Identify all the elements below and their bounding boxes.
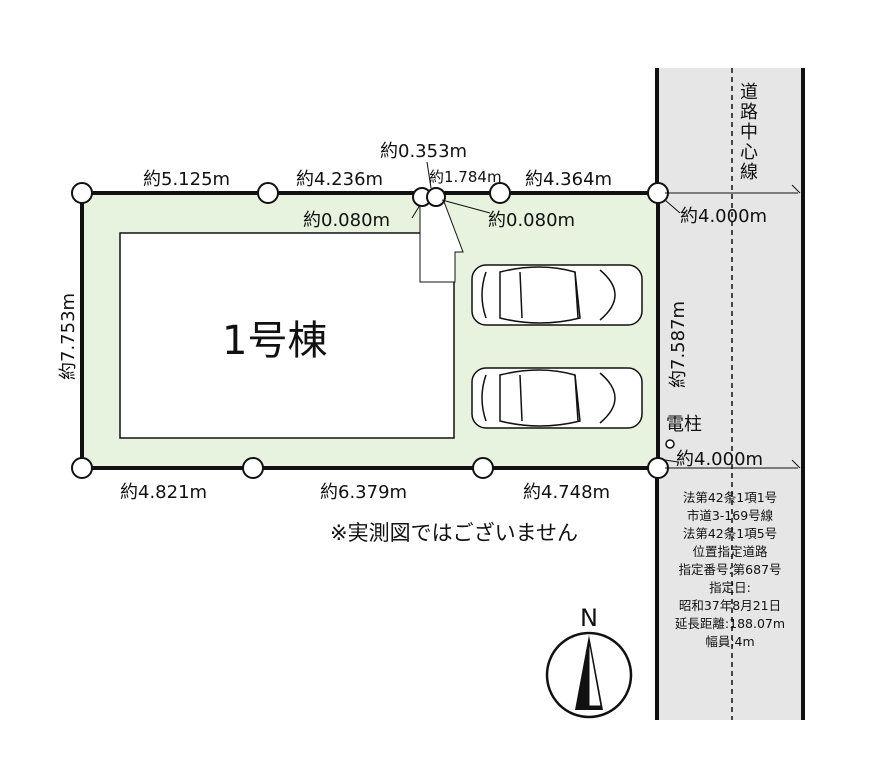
dim-bottom-2: 約6.379m (320, 482, 407, 503)
road-info-line: 市道3-169号線 (687, 508, 774, 523)
road-centerline-char: 線 (740, 162, 758, 183)
dim-inner-left: 約0.080m (303, 210, 390, 231)
road-centerline-char: 路 (740, 102, 758, 123)
road-info: 法第42条1項1号 市道3-169号線 法第42条1項5号 位置指定道路 指定番… (675, 490, 785, 649)
dim-top-2: 約4.236m (296, 169, 383, 190)
road-info-line: 延長距離:188.07m (675, 616, 785, 631)
boundary-marker (426, 187, 446, 207)
compass: N (545, 604, 633, 719)
parking-car-bottom (471, 367, 643, 429)
road-area (657, 68, 803, 720)
disclaimer: ※実測図ではございません (330, 521, 578, 545)
dim-top-1: 約5.125m (143, 169, 230, 190)
road-info-line: 法第42条1項5号 (683, 526, 777, 541)
road-info-line: 昭和37年8月21日 (679, 598, 781, 613)
dim-bottom-1: 約4.821m (120, 482, 207, 503)
boundary-marker (71, 457, 93, 479)
dim-top-5: 約4.364m (525, 169, 612, 190)
road-info-line: 指定番号:第687号 (678, 562, 781, 577)
dim-bottom-3: 約4.748m (523, 482, 610, 503)
utility-pole-marker (665, 439, 675, 449)
road-centerline-char: 道 (740, 82, 758, 103)
dim-top-3: 約0.353m (380, 141, 467, 162)
dim-inner-right: 約0.080m (488, 210, 575, 231)
road-centerline-char: 心 (740, 142, 758, 163)
road-info-line: 位置指定道路 (692, 544, 768, 559)
boundary-marker (242, 457, 264, 479)
compass-north-label: N (580, 604, 598, 632)
road-centerline-label: 道 路 中 心 線 (735, 78, 761, 183)
dim-top-4: 約1.784m (429, 168, 502, 186)
parking-car-top (471, 264, 643, 326)
road-info-line: 法第42条1項1号 (683, 490, 777, 505)
dim-road-width-bottom: 約4.000m (676, 449, 763, 470)
boundary-marker (71, 182, 93, 204)
boundary-marker (489, 182, 511, 204)
road-info-line: 幅員:4m (705, 634, 754, 649)
boundary-marker (472, 457, 494, 479)
boundary-markers (71, 182, 669, 479)
road-centerline-char: 中 (740, 122, 758, 143)
dim-right-side: 約7.587m (668, 301, 689, 388)
road-info-line: 指定日: (709, 580, 751, 595)
building-footprint (119, 232, 455, 439)
boundary-marker (257, 182, 279, 204)
dim-road-width-top: 約4.000m (680, 206, 767, 227)
dim-left-side: 約7.753m (58, 293, 79, 380)
building-label: 1号棟 (222, 318, 327, 364)
leader-lines (411, 161, 801, 469)
utility-pole-label: 電柱 (666, 414, 702, 435)
